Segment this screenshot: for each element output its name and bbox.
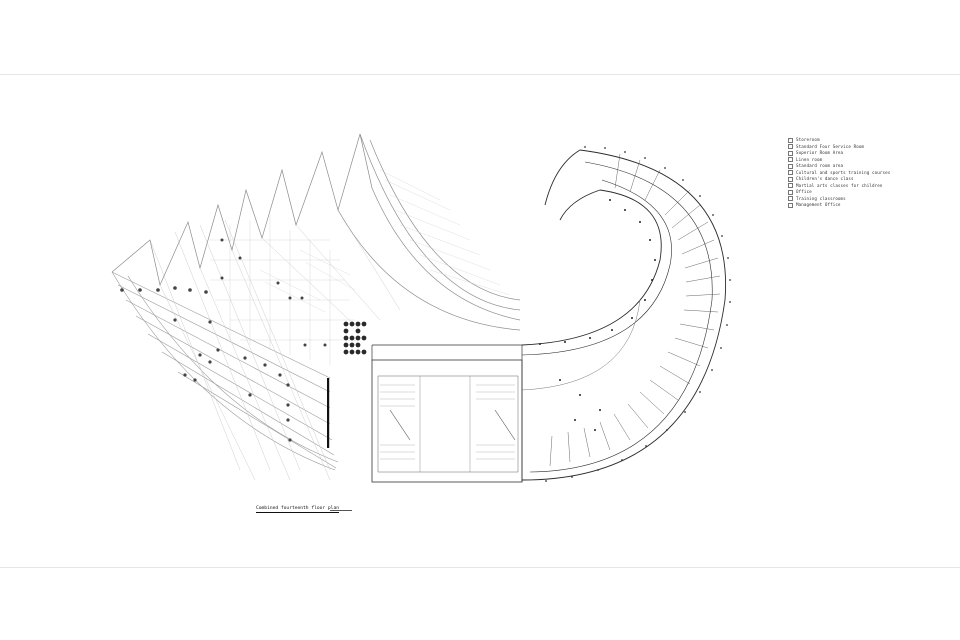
spiral-outer-dots [545,146,731,482]
connector [371,344,523,482]
drawing-frame [0,74,960,568]
legend-item: Superior Room Area [788,150,908,157]
legend-item: Linen room [788,157,908,164]
roof-glazing [159,209,401,481]
legend-label: Children's dance class [796,176,854,182]
legend-swatch [788,157,793,163]
stair-wall [327,378,330,448]
tree-cluster [343,321,367,355]
legend-item: Office [788,189,908,196]
legend-label: Standard room area [796,163,844,169]
roof-hatching [259,169,511,313]
legend-label: Cultural and sports training courses [796,169,891,175]
legend-item: Cultural and sports training courses [788,170,908,177]
grid-plaza [210,215,360,365]
legend-label: Linen room [796,156,823,162]
legend-label: Martial arts classes for children [796,182,883,188]
legend-item: Children's dance class [788,176,908,183]
spiral-building [521,149,727,481]
furniture-dots [120,238,327,442]
legend-item: Training classrooms [788,196,908,203]
legend-item: Martial arts classes for children [788,183,908,190]
sector-ribs [149,219,331,471]
legend-item: Storeroom [788,137,908,144]
legend-label: Standard Four Service Room [796,143,865,149]
legend-label: Superior Room Area [796,150,844,156]
legend-swatch [788,144,793,150]
legend-swatch [788,183,793,189]
legend-swatch [788,202,793,208]
legend-swatch [788,170,793,176]
spiral-columns [539,199,656,431]
legend-label: Management Office [796,202,841,208]
legend-swatch [788,196,793,202]
legend-item: Standard room area [788,163,908,170]
sawtooth-roof [111,133,373,287]
hall-seating [380,384,515,460]
drawing-caption: Combined fourteenth floor plan [256,506,339,513]
legend-label: Storeroom [796,137,820,143]
legend: Storeroom Standard Four Service Room Sup… [788,137,908,209]
legend-label: Training classrooms [796,195,846,201]
curved-roof [337,133,521,331]
central-hall [371,359,523,483]
legend-item: Management Office [788,202,908,209]
legend-swatch [788,176,793,182]
scale-bar [330,508,352,511]
legend-label: Office [796,189,812,195]
legend-swatch [788,137,793,143]
legend-item: Standard Four Service Room [788,144,908,151]
legend-swatch [788,150,793,156]
legend-swatch [788,163,793,169]
legend-swatch [788,189,793,195]
spiral-rooms [549,153,721,467]
left-sector [111,271,339,471]
